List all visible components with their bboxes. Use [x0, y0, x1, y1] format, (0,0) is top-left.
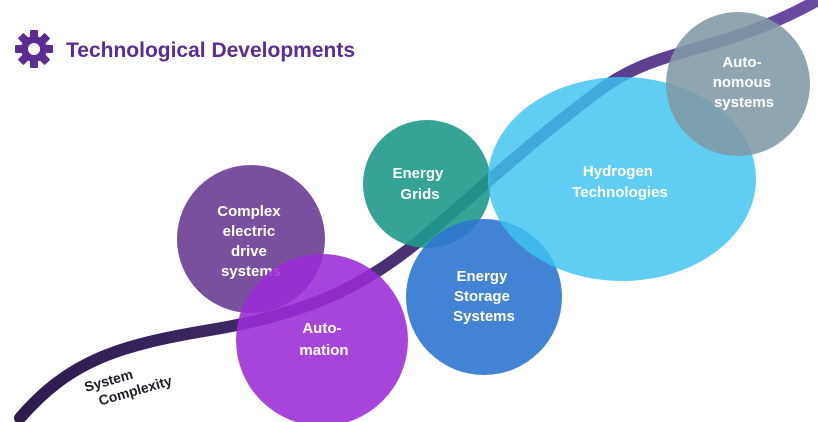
bubble-label-line: Storage: [454, 288, 510, 305]
bubble-energy-grids: Energy Grids: [363, 120, 491, 248]
bubble-energy-storage-systems: Energy Storage Systems: [406, 219, 562, 375]
bubble-label: Hydrogen Technologies: [572, 163, 668, 201]
bubble-label-line: drive: [231, 243, 267, 260]
bubble-label: Auto- nomous systems: [713, 54, 776, 111]
bubble-label-line: mation: [299, 342, 348, 359]
bubble-label: Energy Grids: [392, 165, 447, 203]
bubble-label-line: Technologies: [572, 184, 668, 201]
bubble-circle: [406, 219, 562, 375]
bubble-circle: [236, 254, 408, 422]
bubble-label-line: nomous: [713, 74, 771, 91]
bubble-label-line: Grids: [400, 186, 439, 203]
bubble-circle: [363, 120, 491, 248]
bubble-autonomous-systems: Auto- nomous systems: [666, 12, 810, 156]
bubble-label: Energy Storage Systems: [453, 268, 515, 325]
bubble-label-line: electric: [223, 223, 276, 240]
bubble-label-line: Energy: [392, 165, 444, 182]
bubble-automation: Auto- mation: [236, 254, 408, 422]
bubble-label-line: Systems: [453, 308, 515, 325]
bubble-label-line: Complex: [217, 203, 281, 220]
bubble-circle: [666, 12, 810, 156]
bubble-label-line: Auto-: [722, 54, 761, 71]
page-title: Technological Developments: [66, 39, 355, 62]
bubble-label-line: Energy: [456, 268, 508, 285]
bubble-label: Auto- mation: [299, 320, 348, 359]
bubble-label-line: systems: [714, 94, 774, 111]
gear-hole: [28, 43, 40, 55]
bubble-label: Complex electric drive systems: [217, 203, 285, 280]
bubble-label-line: Hydrogen: [583, 163, 653, 180]
gear-icon: [15, 30, 53, 68]
bubble-label-line: Auto-: [302, 320, 341, 337]
